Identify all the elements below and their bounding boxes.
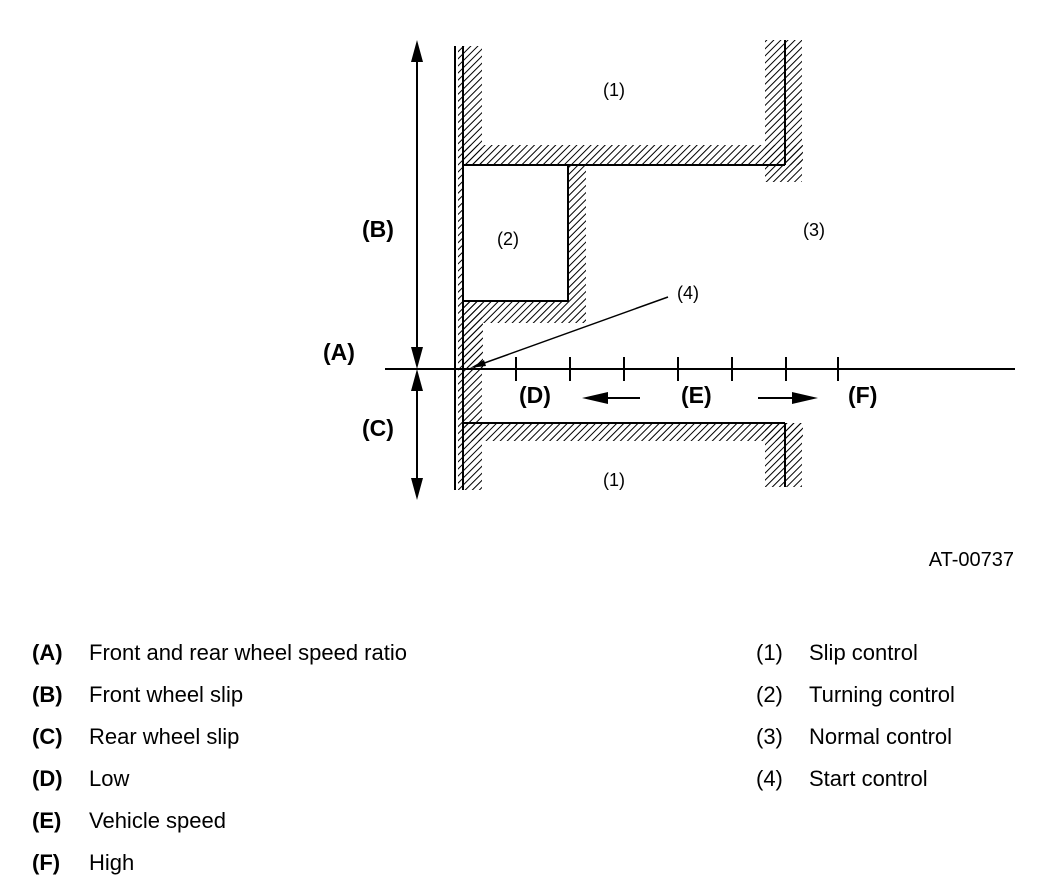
control-region-diagram: (1) (2) (3) (4) (1) (A) (B) (C) (D) (E) … [323,40,1015,571]
label-turning-control: (2) [497,229,519,249]
legend-text: Front wheel slip [89,682,244,707]
legend-key: (B) [32,682,63,707]
legend-row-3: (3) Normal control [756,716,955,758]
legend-text: Low [89,766,130,791]
label-slip-control-bottom: (1) [603,470,625,490]
hatch-bottom-horizontal [463,423,803,441]
start-control-leader [475,296,669,367]
hatch-turning-right [568,165,586,301]
legend-text: Turning control [809,682,955,707]
legend-row-2: (2) Turning control [756,674,955,716]
legend-key: (F) [32,850,61,875]
hatch-lower-block [463,323,483,369]
turning-control-box [462,164,569,302]
legend-text: Rear wheel slip [89,724,240,749]
label-speed-ratio: (A) [323,339,355,365]
label-front-wheel-slip: (B) [362,216,394,242]
legend-row-1: (1) Slip control [756,632,955,674]
legend-key: (D) [32,766,63,791]
hatch-top-horizontal [463,145,803,165]
legend-row-d: (D) Low [32,758,407,800]
label-start-control: (4) [677,283,699,303]
legend-text: Normal control [809,724,953,749]
legend-key: (A) [32,640,63,665]
legend-key: (E) [32,808,62,833]
legend-key: (4) [756,766,783,791]
legend-key: (2) [756,682,783,707]
legend-row-f: (F) High [32,842,407,884]
legend-text: Start control [809,766,928,791]
legend-key: (1) [756,640,783,665]
legend-text: High [89,850,135,875]
legend-row-b: (B) Front wheel slip [32,674,407,716]
legend-text: Vehicle speed [89,808,226,833]
label-vehicle-speed: (E) [681,382,712,408]
hatch-top-vertical [765,40,802,182]
arrow-up-head [411,369,423,391]
legend-row-c: (C) Rear wheel slip [32,716,407,758]
label-high: (F) [848,382,877,408]
arrow-down-head [411,478,423,500]
legend-row-4: (4) Start control [756,758,955,800]
arrow-up-head [411,40,423,62]
figure-code: AT-00737 [929,549,1014,571]
start-control-leader-head [470,360,486,368]
label-low: (D) [519,382,551,408]
low-direction-head [582,392,608,404]
legend-text: Slip control [809,640,918,665]
hatch-turning-bottom [463,301,586,323]
arrow-down-head [411,347,423,369]
legend-left: (A) Front and rear wheel speed ratio (B)… [32,632,407,884]
high-direction-head [792,392,818,404]
legend-row-e: (E) Vehicle speed [32,800,407,842]
legend-row-a: (A) Front and rear wheel speed ratio [32,632,407,674]
legend-right: (1) Slip control (2) Turning control (3)… [756,632,955,800]
label-normal-control: (3) [803,220,825,240]
legend-key: (3) [756,724,783,749]
legend-text: Front and rear wheel speed ratio [89,640,407,665]
legend-key: (C) [32,724,63,749]
label-rear-wheel-slip: (C) [362,415,394,441]
hatch-bottom-vertical [765,423,802,487]
label-slip-control-top: (1) [603,80,625,100]
